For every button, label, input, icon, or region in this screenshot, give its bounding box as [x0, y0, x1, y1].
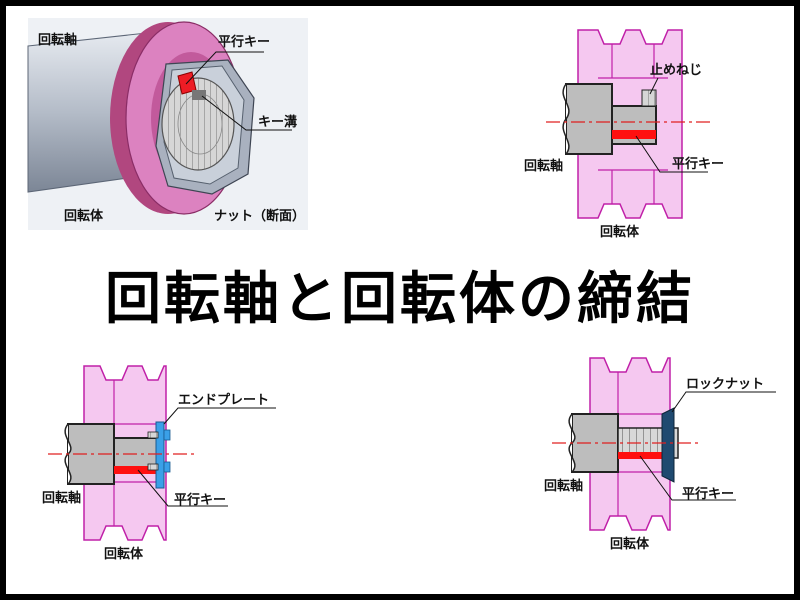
- set-screw: [641, 89, 657, 107]
- keyway-3d: [192, 90, 206, 100]
- lock-nut: [661, 407, 675, 483]
- label-3d-key: 平行キー: [218, 34, 270, 50]
- panel-locknut: ロックナット 回転軸 平行キー 回転体: [544, 357, 776, 552]
- threaded-shaft-end: [161, 77, 235, 171]
- label-locknut-shaft: 回転軸: [544, 478, 583, 494]
- label-3d-nut: ナット（断面）: [214, 208, 305, 224]
- label-endplate-body: 回転体: [104, 546, 144, 562]
- label-locknut-nut: ロックナット: [686, 377, 764, 392]
- page-title: 回転軸と回転体の締結: [105, 267, 695, 332]
- label-endplate-plate: エンドプレート: [178, 393, 269, 408]
- panel-3d-leaders: [185, 51, 292, 131]
- label-locknut-key: 平行キー: [682, 486, 734, 502]
- label-setscrew-screw: 止めねじ: [650, 62, 702, 78]
- label-3d-body: 回転体: [64, 208, 104, 224]
- label-setscrew-key: 平行キー: [672, 156, 724, 172]
- label-setscrew-body: 回転体: [600, 224, 640, 240]
- key-setscrew: [612, 130, 656, 139]
- key-endplate: [114, 466, 158, 474]
- panel-3d-view: 回転軸 平行キー キー溝 回転体 ナット（断面）: [27, 18, 308, 230]
- diagram-canvas: 回転軸 平行キー キー溝 回転体 ナット（断面） 止めねじ: [27, 18, 776, 562]
- key-locknut: [618, 452, 664, 459]
- panel-endplate: エンドプレート 回転軸 平行キー 回転体: [42, 365, 276, 562]
- label-3d-keyway: キー溝: [258, 114, 297, 130]
- label-endplate-key: 平行キー: [174, 492, 226, 508]
- label-endplate-shaft: 回転軸: [42, 490, 81, 506]
- panel-setscrew: 止めねじ 回転軸 平行キー 回転体: [524, 29, 724, 240]
- label-locknut-body: 回転体: [610, 536, 650, 552]
- label-setscrew-shaft: 回転軸: [524, 158, 563, 174]
- label-3d-shaft: 回転軸: [38, 32, 77, 48]
- end-plate: [147, 421, 171, 489]
